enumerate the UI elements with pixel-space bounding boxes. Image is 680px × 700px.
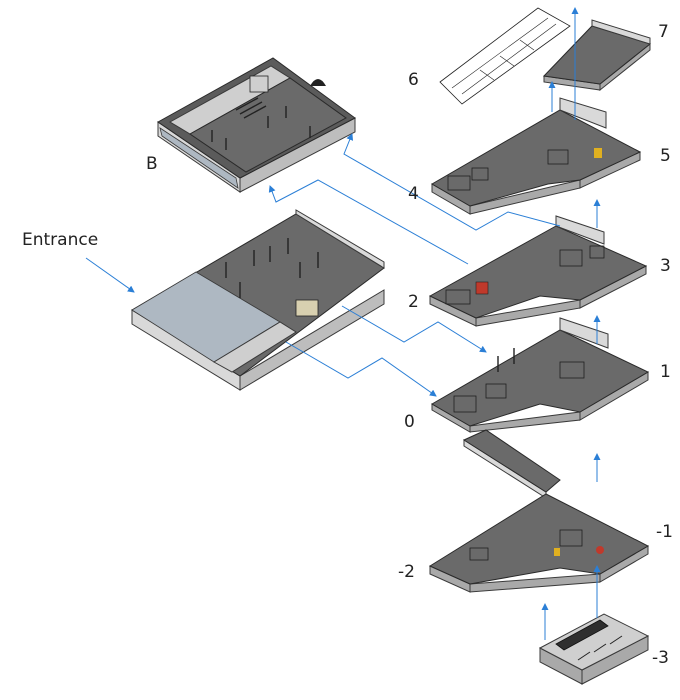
level-4-label: 4 [408,184,419,204]
level-6-plan [439,7,571,105]
level-minus2-label: -2 [398,562,415,582]
level-2-label: 2 [408,292,419,312]
yellow-marker [554,548,560,556]
level-5-label: 5 [660,146,671,166]
roof-unit [249,75,269,93]
level-1-label: 1 [660,362,671,382]
level-minus3-label: -3 [652,648,669,668]
building-b-model [157,57,356,193]
level-minus1-label: -1 [656,522,673,542]
entrance-building-model [131,209,385,391]
level-minus1-slab [428,429,650,593]
arrow-to-level-1 [341,305,487,353]
level-7-label: 7 [658,22,669,42]
arrow-to-building-b-1 [268,179,469,265]
level-1-slab [431,317,650,433]
columns [211,106,311,150]
roof-vents [235,97,267,119]
arrow-to-level-0 [285,341,437,397]
level-5-slab [431,97,642,215]
yellow-marker [594,148,602,158]
entrance-arrow [85,257,135,293]
red-marker [475,281,489,295]
level-3-slab [428,215,648,327]
lobby-volume [295,299,319,317]
red-marker [596,546,604,554]
glazed-facade [159,127,239,189]
level-3-label: 3 [660,256,671,276]
arrow-to-building-b-2 [343,133,561,231]
dormer [310,79,326,86]
level-7-slab [542,19,652,92]
level-minus3-slab [538,613,650,685]
building-b-label: B [146,154,158,174]
level-6-label: 6 [408,70,419,90]
entrance-label: Entrance [22,230,99,250]
level-0-label: 0 [404,412,415,432]
columns [225,238,319,298]
flow-arrows [85,7,601,640]
